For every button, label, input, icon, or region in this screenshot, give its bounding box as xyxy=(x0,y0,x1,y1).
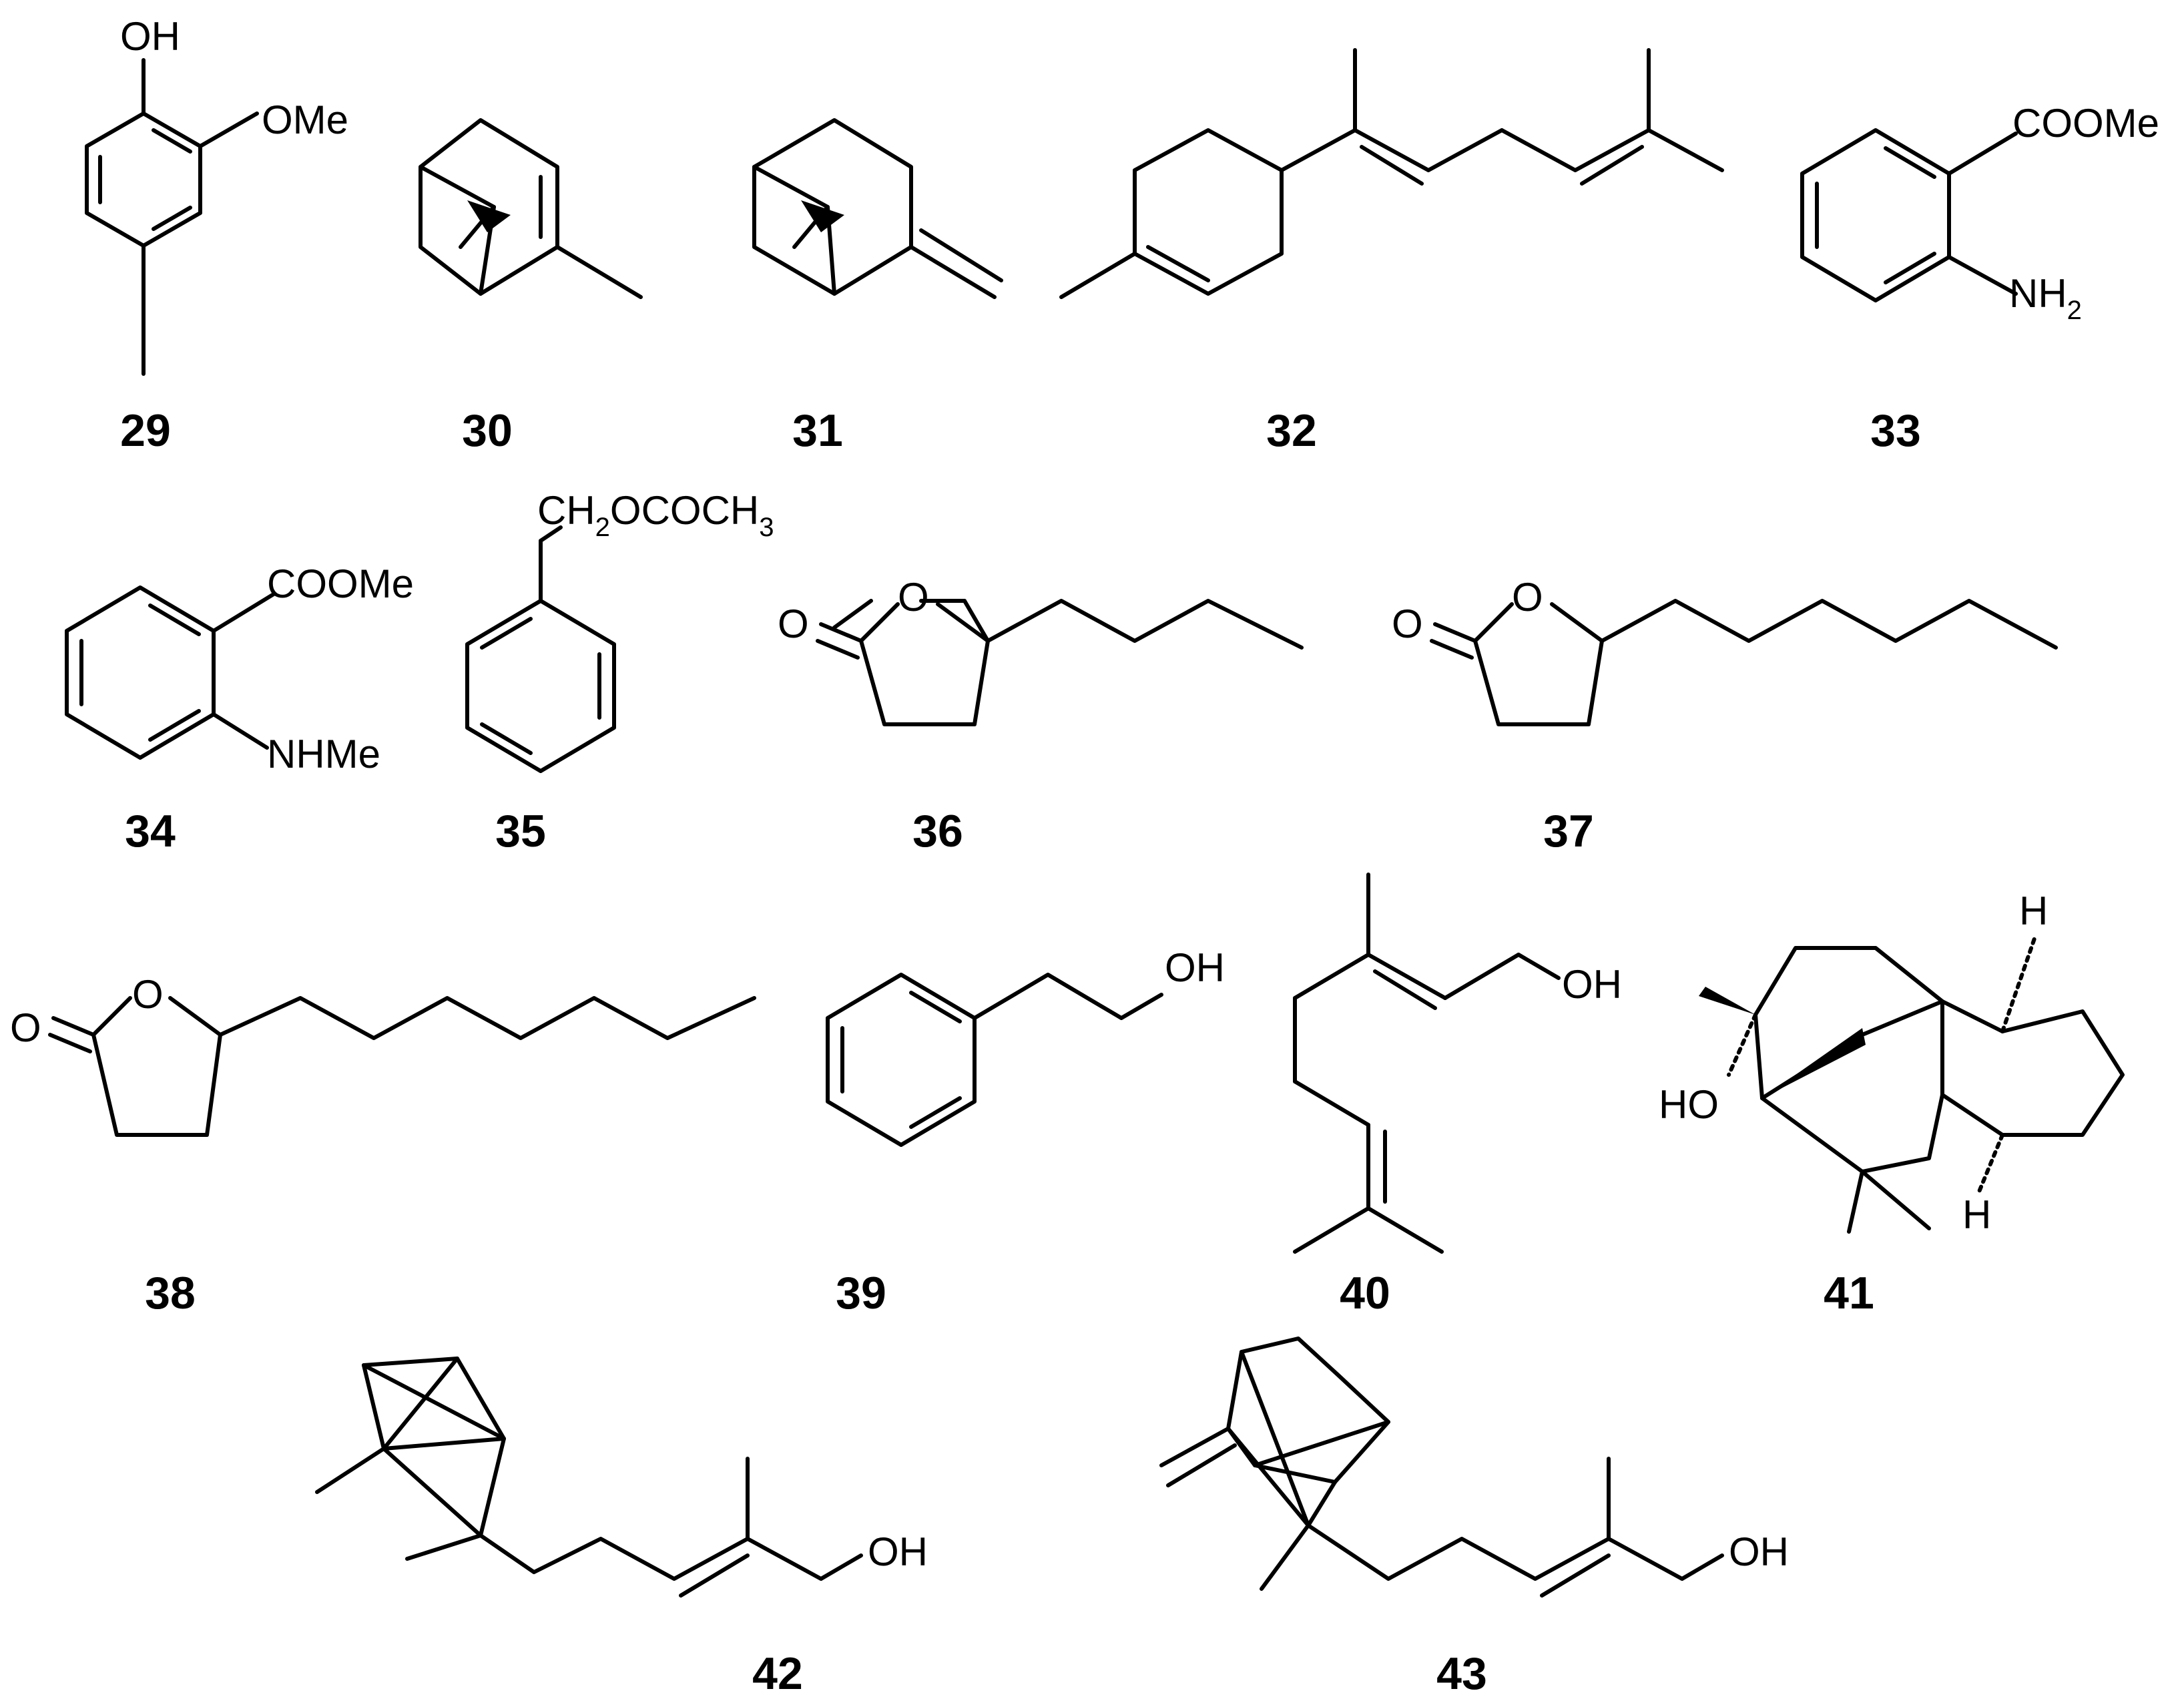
compound-label-39: 39 xyxy=(836,1268,886,1318)
structure-35: CH2OCOCH3 35 xyxy=(465,488,774,857)
structure-38: O O 38 xyxy=(10,972,756,1318)
compound-label-41: 41 xyxy=(1824,1268,1874,1318)
label-h-top: H xyxy=(2019,889,2048,933)
structure-33: COOMe NH2 33 xyxy=(1800,101,2159,456)
structure-34: COOMe NHMe 34 xyxy=(65,561,414,857)
compound-label-37: 37 xyxy=(1543,806,1594,857)
label-h-bottom: H xyxy=(1962,1192,1991,1237)
compound-label-31: 31 xyxy=(792,405,843,456)
compound-label-38: 38 xyxy=(145,1268,196,1318)
label-oh: OH xyxy=(868,1529,928,1574)
compound-label-43: 43 xyxy=(1436,1648,1487,1699)
structure-43: OH 43 xyxy=(1159,1337,1789,1699)
structure-30: 30 xyxy=(419,118,643,456)
label-ch2ococh3: CH2OCOCH3 xyxy=(537,488,774,542)
label-coome: COOMe xyxy=(2012,101,2159,146)
label-nh2: NH2 xyxy=(2009,271,2082,325)
structure-31: 31 xyxy=(752,118,1003,456)
compound-label-36: 36 xyxy=(912,806,963,857)
label-ho: HO xyxy=(1659,1082,1719,1127)
label-o-ring: O xyxy=(132,972,164,1017)
compound-label-40: 40 xyxy=(1340,1268,1390,1318)
structure-41: HO H H 41 xyxy=(1659,889,2125,1318)
structure-39: OH 39 xyxy=(826,945,1225,1318)
label-oh: OH xyxy=(1729,1529,1789,1574)
compound-label-34: 34 xyxy=(125,806,176,857)
label-coome: COOMe xyxy=(267,561,414,606)
label-nhme: NHMe xyxy=(267,732,380,776)
structure-37: O O 37 xyxy=(1392,575,2058,857)
structure-36: O O 36 xyxy=(778,575,1304,857)
structure-29: OH OMe 29 xyxy=(85,14,348,456)
label-o-keto: O xyxy=(10,1005,41,1050)
compound-label-29: 29 xyxy=(120,405,171,456)
structure-42: OH 42 xyxy=(315,1357,928,1699)
compound-label-42: 42 xyxy=(752,1648,803,1699)
compound-label-32: 32 xyxy=(1266,405,1317,456)
label-o-ring: O xyxy=(898,575,929,620)
structure-32: 32 xyxy=(1059,48,1724,456)
label-oh: OH xyxy=(120,14,180,59)
label-o-ring: O xyxy=(1512,575,1543,620)
compound-label-30: 30 xyxy=(462,405,513,456)
label-oh: OH xyxy=(1165,945,1225,990)
label-oh: OH xyxy=(1562,962,1622,1007)
label-o-keto: O xyxy=(1392,601,1423,646)
compound-label-33: 33 xyxy=(1870,405,1921,456)
structure-40: OH 40 xyxy=(1293,873,1622,1318)
compound-label-35: 35 xyxy=(495,806,546,857)
label-ome: OMe xyxy=(262,97,348,142)
label-o-keto: O xyxy=(778,601,809,646)
